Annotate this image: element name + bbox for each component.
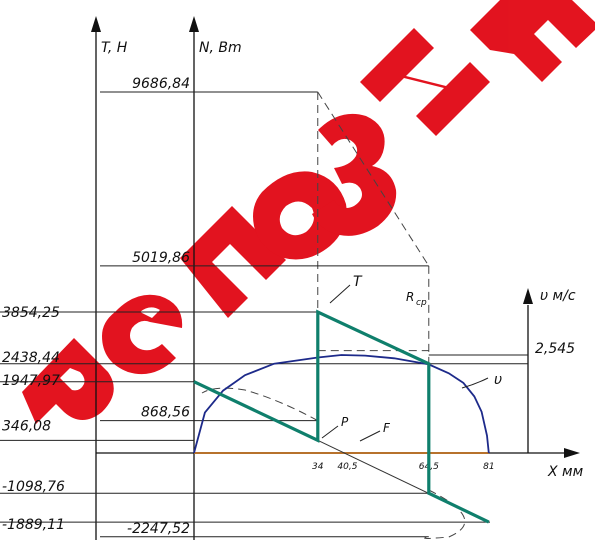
T-tick-label: 2438,44 — [2, 350, 60, 366]
F-leader — [359, 430, 381, 442]
x-tick-label: 81 — [483, 462, 494, 472]
N-tick-label: -2247,52 — [127, 521, 190, 537]
N-tick-label: 5019,86 — [132, 250, 190, 266]
v-curve — [193, 354, 490, 454]
Rcp-label: R — [406, 290, 414, 304]
N-curve-upper — [317, 91, 430, 267]
v-tick-label: 2,545 — [535, 341, 575, 357]
Rcp-subscript: cp — [416, 298, 427, 308]
X-axis-label: X мм — [547, 464, 584, 480]
T-tick-label: 346,08 — [2, 418, 51, 434]
T-tick-label: -1098,76 — [2, 479, 65, 495]
T-axis-arrow — [91, 16, 101, 32]
x-tick-label: 40,5 — [337, 462, 357, 472]
T-curve-label: T — [353, 274, 363, 290]
v-axis-label: υ м/с — [540, 288, 576, 304]
T-leader — [329, 284, 351, 304]
x-tick-label: 34 — [312, 462, 324, 472]
v-axis-arrow — [523, 288, 533, 304]
T-tick-label: 3854,25 — [2, 305, 60, 321]
F-label: F — [383, 421, 391, 435]
X-axis-arrow — [564, 448, 580, 458]
N-tick-label: 868,56 — [141, 405, 190, 421]
N-curve-lower — [201, 387, 318, 422]
v-curve-label: υ — [494, 372, 502, 388]
T-tick-label: 1947,97 — [2, 373, 60, 389]
N-tick-label: 9686,84 — [132, 76, 190, 92]
watermark — [22, 0, 595, 424]
P-label: P — [341, 415, 349, 429]
T-curve — [193, 309, 490, 524]
P-leader — [321, 425, 339, 439]
N-axis-arrow — [189, 16, 199, 32]
T-tick-label: -1889,11 — [2, 517, 65, 533]
T-axis-label: T, H — [101, 40, 128, 56]
v-leader — [461, 377, 489, 389]
N-axis-label: N, Bm — [199, 40, 242, 56]
N-curve-bottom — [424, 489, 466, 539]
